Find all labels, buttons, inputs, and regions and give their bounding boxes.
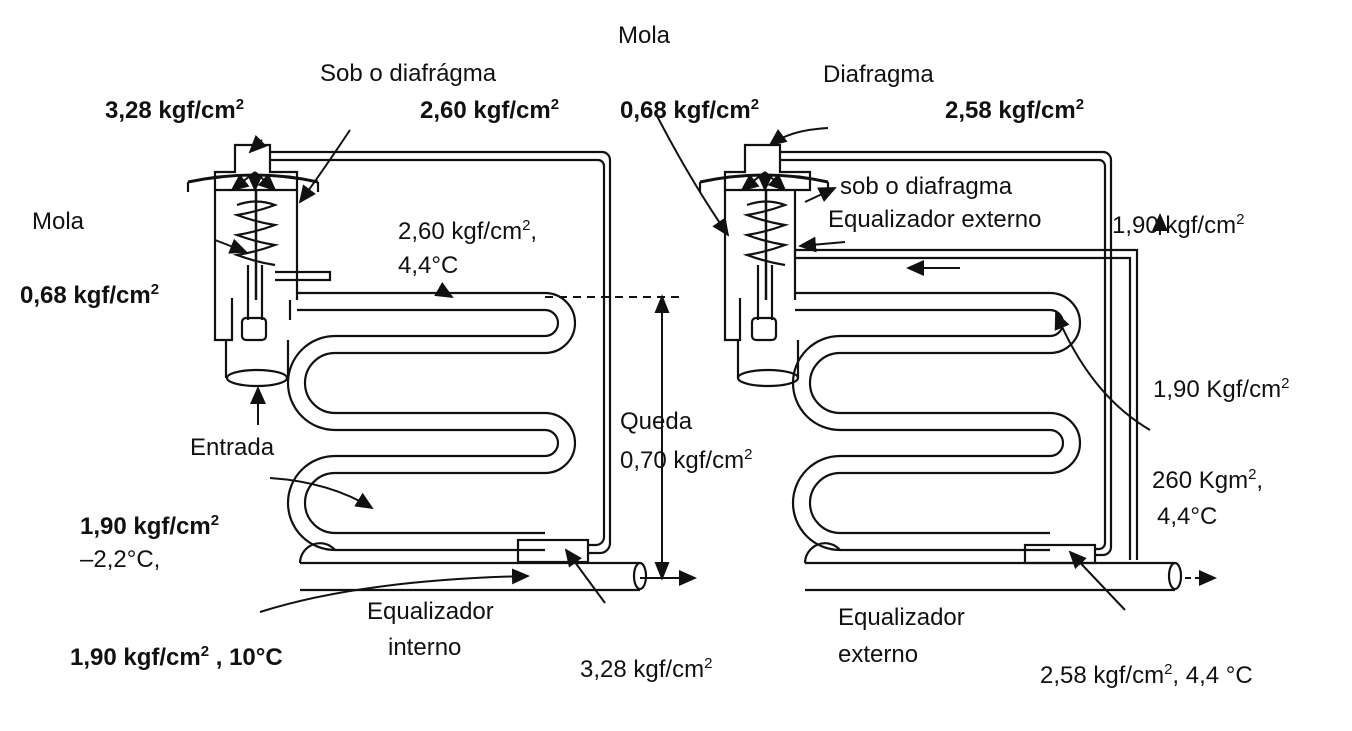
label-r-sob-o-diafragma: sob o diafragma (840, 173, 1013, 200)
label-pressure-260-top: 2,60 kgf/cm2 (420, 96, 560, 124)
left-valve (186, 143, 545, 388)
right-coil (780, 150, 1183, 592)
label-r-pressure-068: 0,68 kgf/cm2 (620, 96, 760, 124)
right-valve (698, 143, 1139, 560)
left-leaders (214, 129, 606, 613)
label-interno: interno (388, 634, 462, 661)
label-r-pressure-258-bottom: 2,58 kgf/cm2, 4,4 °C (1040, 661, 1253, 689)
label-diafragma: Diafragma (823, 61, 934, 88)
label-equalizador: Equalizador (367, 598, 494, 625)
label-temp-neg22: –2,2°C, (80, 546, 161, 573)
label-queda: Queda (620, 408, 693, 435)
label-pressure-328-top: 3,28 kgf/cm2 (105, 96, 245, 124)
left-drop-dimension (545, 294, 697, 586)
label-r-pressure-190-Kgf: 1,90 Kgf/cm2 (1153, 375, 1290, 403)
label-mola-side: Mola (32, 208, 85, 235)
label-r-externo: externo (838, 641, 919, 668)
label-temp-44: 4,4°C (398, 252, 459, 279)
label-r-260-kgm: 260 Kgm2, (1152, 466, 1264, 494)
label-pressure-260-mid: 2,60 kgf/cm2, (398, 217, 538, 245)
label-sob-o-diafragma: Sob o diafrágma (320, 60, 497, 87)
label-pressure-068: 0,68 kgf/cm2 (20, 281, 160, 309)
label-pressure-190: 1,90 kgf/cm2 (80, 512, 220, 540)
right-leaders (654, 111, 1217, 611)
label-r-pressure-258-top: 2,58 kgf/cm2 (945, 96, 1085, 124)
label-r-equalizador: Equalizador (838, 604, 965, 631)
label-pressure-070: 0,70 kgf/cm2 (620, 446, 753, 474)
label-r-temp-44: 4,4°C (1157, 503, 1218, 530)
label-pressure-190-bottom: 1,90 kgf/cm2 , 10°C (70, 643, 283, 671)
label-pressure-328-bottom: 3,28 kgf/cm2 (580, 655, 713, 683)
label-entrada: Entrada (190, 434, 275, 461)
label-r-equalizador-externo: Equalizador externo (828, 206, 1042, 233)
label-r-pressure-190: 1,90 kgf/cm2 (1112, 211, 1245, 239)
label-mola-top: Mola (618, 22, 671, 49)
